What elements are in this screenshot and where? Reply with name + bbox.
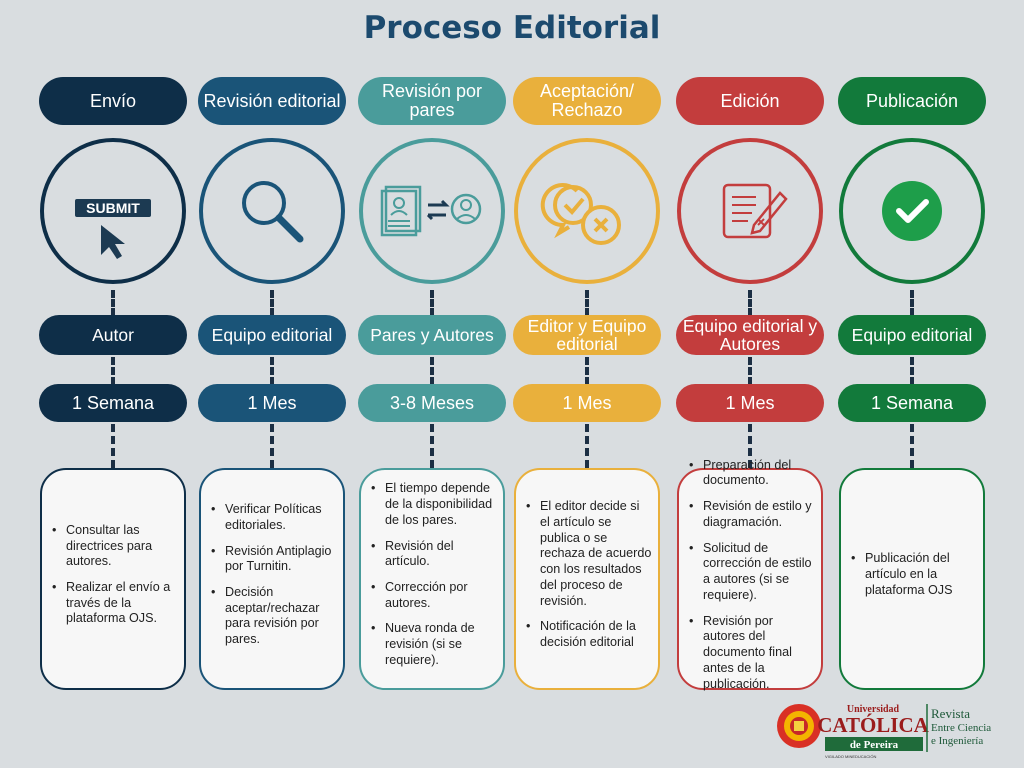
connector-mid bbox=[910, 357, 914, 385]
stage-circle: SUBMIT bbox=[40, 138, 186, 284]
stage-details-card: El tiempo depende de la disponibilidad d… bbox=[359, 468, 505, 690]
logo-line3: de Pereira bbox=[850, 739, 899, 751]
logo-line2: CATÓLICA bbox=[817, 713, 929, 737]
logo-tag1: Revista bbox=[931, 706, 970, 721]
stage-detail-item: Revisión del artículo. bbox=[371, 539, 497, 570]
stage-role: Equipo editorial bbox=[838, 315, 986, 355]
submit-icon: SUBMIT bbox=[75, 199, 151, 259]
stage-duration: 1 Semana bbox=[838, 384, 986, 422]
stage-details-list: Preparación del documento. Revisión de es… bbox=[689, 458, 815, 703]
stage-detail-item: Revisión por autores del documento final… bbox=[689, 614, 815, 693]
university-logo: Universidad CATÓLICA de Pereira VIGILADO… bbox=[777, 704, 991, 759]
stage-circle bbox=[359, 138, 505, 284]
stage-details-card: El editor decide si el artículo se publi… bbox=[514, 468, 660, 690]
submit-text: SUBMIT bbox=[86, 200, 140, 216]
stage-label: Aceptación/ Rechazo bbox=[513, 77, 661, 125]
magnifier-icon bbox=[242, 181, 304, 243]
stage-role: Autor bbox=[39, 315, 187, 355]
stage-circle bbox=[839, 138, 985, 284]
connector-mid bbox=[748, 357, 752, 385]
stage-detail-item: Nueva ronda de revisión (si se requiere)… bbox=[371, 621, 497, 668]
stage-duration: 1 Mes bbox=[676, 384, 824, 422]
stage-details-card: Consultar las directrices para autores. R… bbox=[40, 468, 186, 690]
connector-mid bbox=[111, 357, 115, 385]
sun-emblem-icon bbox=[777, 704, 821, 748]
stage-details-list: El editor decide si el artículo se publi… bbox=[526, 499, 652, 661]
stage-detail-item: Realizar el envío a través de la platafo… bbox=[52, 580, 178, 627]
stage-detail-item: Revisión de estilo y diagramación. bbox=[689, 499, 815, 530]
stage-column: Edición Equipo editorial y Autores 1 Mes… bbox=[670, 0, 830, 768]
connector-mid bbox=[430, 357, 434, 385]
stage-duration: 1 Mes bbox=[513, 384, 661, 422]
connector-bottom bbox=[111, 424, 115, 468]
stage-details-card: Verificar Políticas editoriales. Revisión… bbox=[199, 468, 345, 690]
stage-label: Revisión por pares bbox=[358, 77, 506, 125]
stage-duration: 1 Mes bbox=[198, 384, 346, 422]
connector-mid bbox=[270, 357, 274, 385]
stage-column: Aceptación/ Rechazo Editor y Equipo edit… bbox=[507, 0, 667, 768]
stage-role: Pares y Autores bbox=[358, 315, 506, 355]
stage-column: Envío SUBMIT Autor 1 Semana Consultar la… bbox=[33, 0, 193, 768]
connector-top bbox=[748, 290, 752, 316]
stage-detail-item: Decisión aceptar/rechazar para revisión … bbox=[211, 585, 337, 648]
connector-top bbox=[430, 290, 434, 316]
logo-fineprint: VIGILADO MINEDUCACIÓN bbox=[825, 754, 876, 759]
stage-detail-item: Preparación del documento. bbox=[689, 458, 815, 489]
logo-tag3: e Ingeniería bbox=[931, 735, 983, 747]
connector-bottom bbox=[910, 424, 914, 468]
stage-detail-item: Publicación del artículo en la plataform… bbox=[851, 551, 977, 598]
accept-reject-icon bbox=[540, 183, 621, 245]
connector-bottom bbox=[748, 424, 752, 468]
stage-detail-item: Notificación de la decisión editorial bbox=[526, 619, 652, 650]
check-icon bbox=[882, 181, 942, 241]
stage-column: Publicación Equipo editorial 1 Semana Pu… bbox=[832, 0, 992, 768]
connector-bottom bbox=[270, 424, 274, 468]
logo-tag2: Entre Ciencia bbox=[931, 722, 991, 734]
peer-review-icon bbox=[380, 185, 482, 237]
connector-top bbox=[270, 290, 274, 316]
page-title: Proceso Editorial bbox=[363, 10, 661, 46]
stage-duration: 1 Semana bbox=[39, 384, 187, 422]
stage-detail-item: Consultar las directrices para autores. bbox=[52, 523, 178, 570]
connector-bottom bbox=[585, 424, 589, 468]
connector-top bbox=[585, 290, 589, 316]
stage-label: Revisión editorial bbox=[198, 77, 346, 125]
connector-top bbox=[910, 290, 914, 316]
stage-details-card: Publicación del artículo en la plataform… bbox=[839, 468, 985, 690]
stage-details-list: Consultar las directrices para autores. R… bbox=[52, 523, 178, 637]
stage-details-list: Publicación del artículo en la plataform… bbox=[851, 551, 977, 608]
stage-role: Equipo editorial y Autores bbox=[676, 315, 824, 355]
stage-duration: 3-8 Meses bbox=[358, 384, 506, 422]
stage-label: Envío bbox=[39, 77, 187, 125]
connector-top bbox=[111, 290, 115, 316]
connector-mid bbox=[585, 357, 589, 385]
stage-label: Publicación bbox=[838, 77, 986, 125]
logo-line1: Universidad bbox=[847, 704, 900, 715]
stage-detail-item: Revisión Antiplagio por Turnitin. bbox=[211, 544, 337, 575]
stage-details-card: Preparación del documento. Revisión de es… bbox=[677, 458, 823, 691]
stage-detail-item: El tiempo depende de la disponibilidad d… bbox=[371, 481, 497, 528]
stage-role: Editor y Equipo editorial bbox=[513, 315, 661, 355]
stage-details-list: El tiempo depende de la disponibilidad d… bbox=[371, 481, 497, 678]
stage-detail-item: Corrección por autores. bbox=[371, 580, 497, 611]
stage-details-list: Verificar Políticas editoriales. Revisión… bbox=[211, 502, 337, 658]
connector-bottom bbox=[430, 424, 434, 468]
stage-column: Revisión por pares Pares y Autores 3-8 M… bbox=[352, 0, 512, 768]
stage-label: Edición bbox=[676, 77, 824, 125]
stage-role: Equipo editorial bbox=[198, 315, 346, 355]
stage-circle bbox=[677, 138, 823, 284]
stage-column: Revisión editorial Equipo editorial 1 Me… bbox=[192, 0, 352, 768]
stage-detail-item: Solicitud de corrección de estilo a auto… bbox=[689, 541, 815, 604]
editing-icon bbox=[722, 183, 788, 239]
stage-circle bbox=[199, 138, 345, 284]
stage-detail-item: El editor decide si el artículo se publi… bbox=[526, 499, 652, 609]
stage-detail-item: Verificar Políticas editoriales. bbox=[211, 502, 337, 533]
stage-circle bbox=[514, 138, 660, 284]
